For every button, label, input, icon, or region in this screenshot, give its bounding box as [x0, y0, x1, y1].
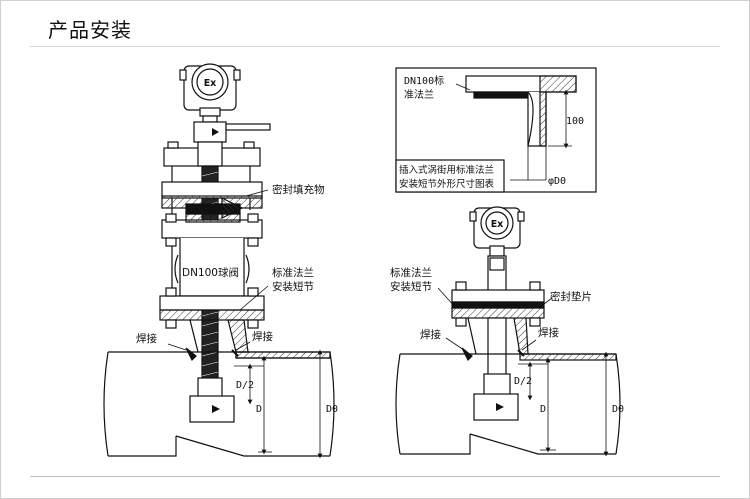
inset-dimension-box [395, 67, 597, 193]
right-dim-d2: D/2 [514, 376, 532, 387]
left-dim-d: D [256, 404, 262, 415]
right-ex-mark: Ex [491, 219, 504, 230]
left-transmitter-head [179, 63, 241, 123]
page-title: 产品安装 [48, 18, 132, 42]
bottom-divider [30, 476, 720, 477]
right-weld-label-right: 焊接 [538, 326, 559, 339]
left-ex-mark: Ex [204, 78, 217, 89]
right-installation-drawing [395, 206, 621, 457]
right-gasket-label: 密封垫片 [550, 290, 592, 303]
right-dim-d0: D0 [612, 404, 624, 415]
inset-flange-label-2: 准法兰 [404, 88, 434, 101]
left-dim-d2: D/2 [236, 380, 254, 391]
inset-flange-label-1: DN100标 [404, 75, 444, 87]
left-handle [225, 123, 271, 131]
left-flange-nipple-label-1: 标准法兰 [272, 266, 314, 279]
right-flange-nipple-label-2: 安装短节 [390, 280, 432, 293]
left-installation-drawing: Ex [103, 63, 335, 459]
flow-arrow-icon [202, 128, 219, 136]
right-flange-nipple-label-1: 标准法兰 [390, 266, 432, 279]
left-ball-valve-label: DN100球阀 [182, 266, 239, 279]
right-dim-d: D [540, 404, 546, 415]
inset-dim-phi-d0: φD0 [548, 176, 566, 187]
left-sealing-filler-label: 密封填充物 [272, 183, 325, 196]
inset-caption-1: 插入式涡街用标准法兰 [399, 164, 494, 176]
title-divider [30, 46, 720, 47]
inset-dim-100: 100 [566, 116, 584, 127]
left-weld-label-left: 焊接 [136, 332, 157, 345]
left-flange-nipple-label-2: 安装短节 [272, 280, 314, 293]
right-weld-label-left: 焊接 [420, 328, 441, 341]
inset-caption-2: 安装短节外形尺寸图表 [399, 178, 495, 190]
left-weld-label-right: 焊接 [252, 330, 273, 343]
left-dim-d0: D0 [326, 404, 338, 415]
